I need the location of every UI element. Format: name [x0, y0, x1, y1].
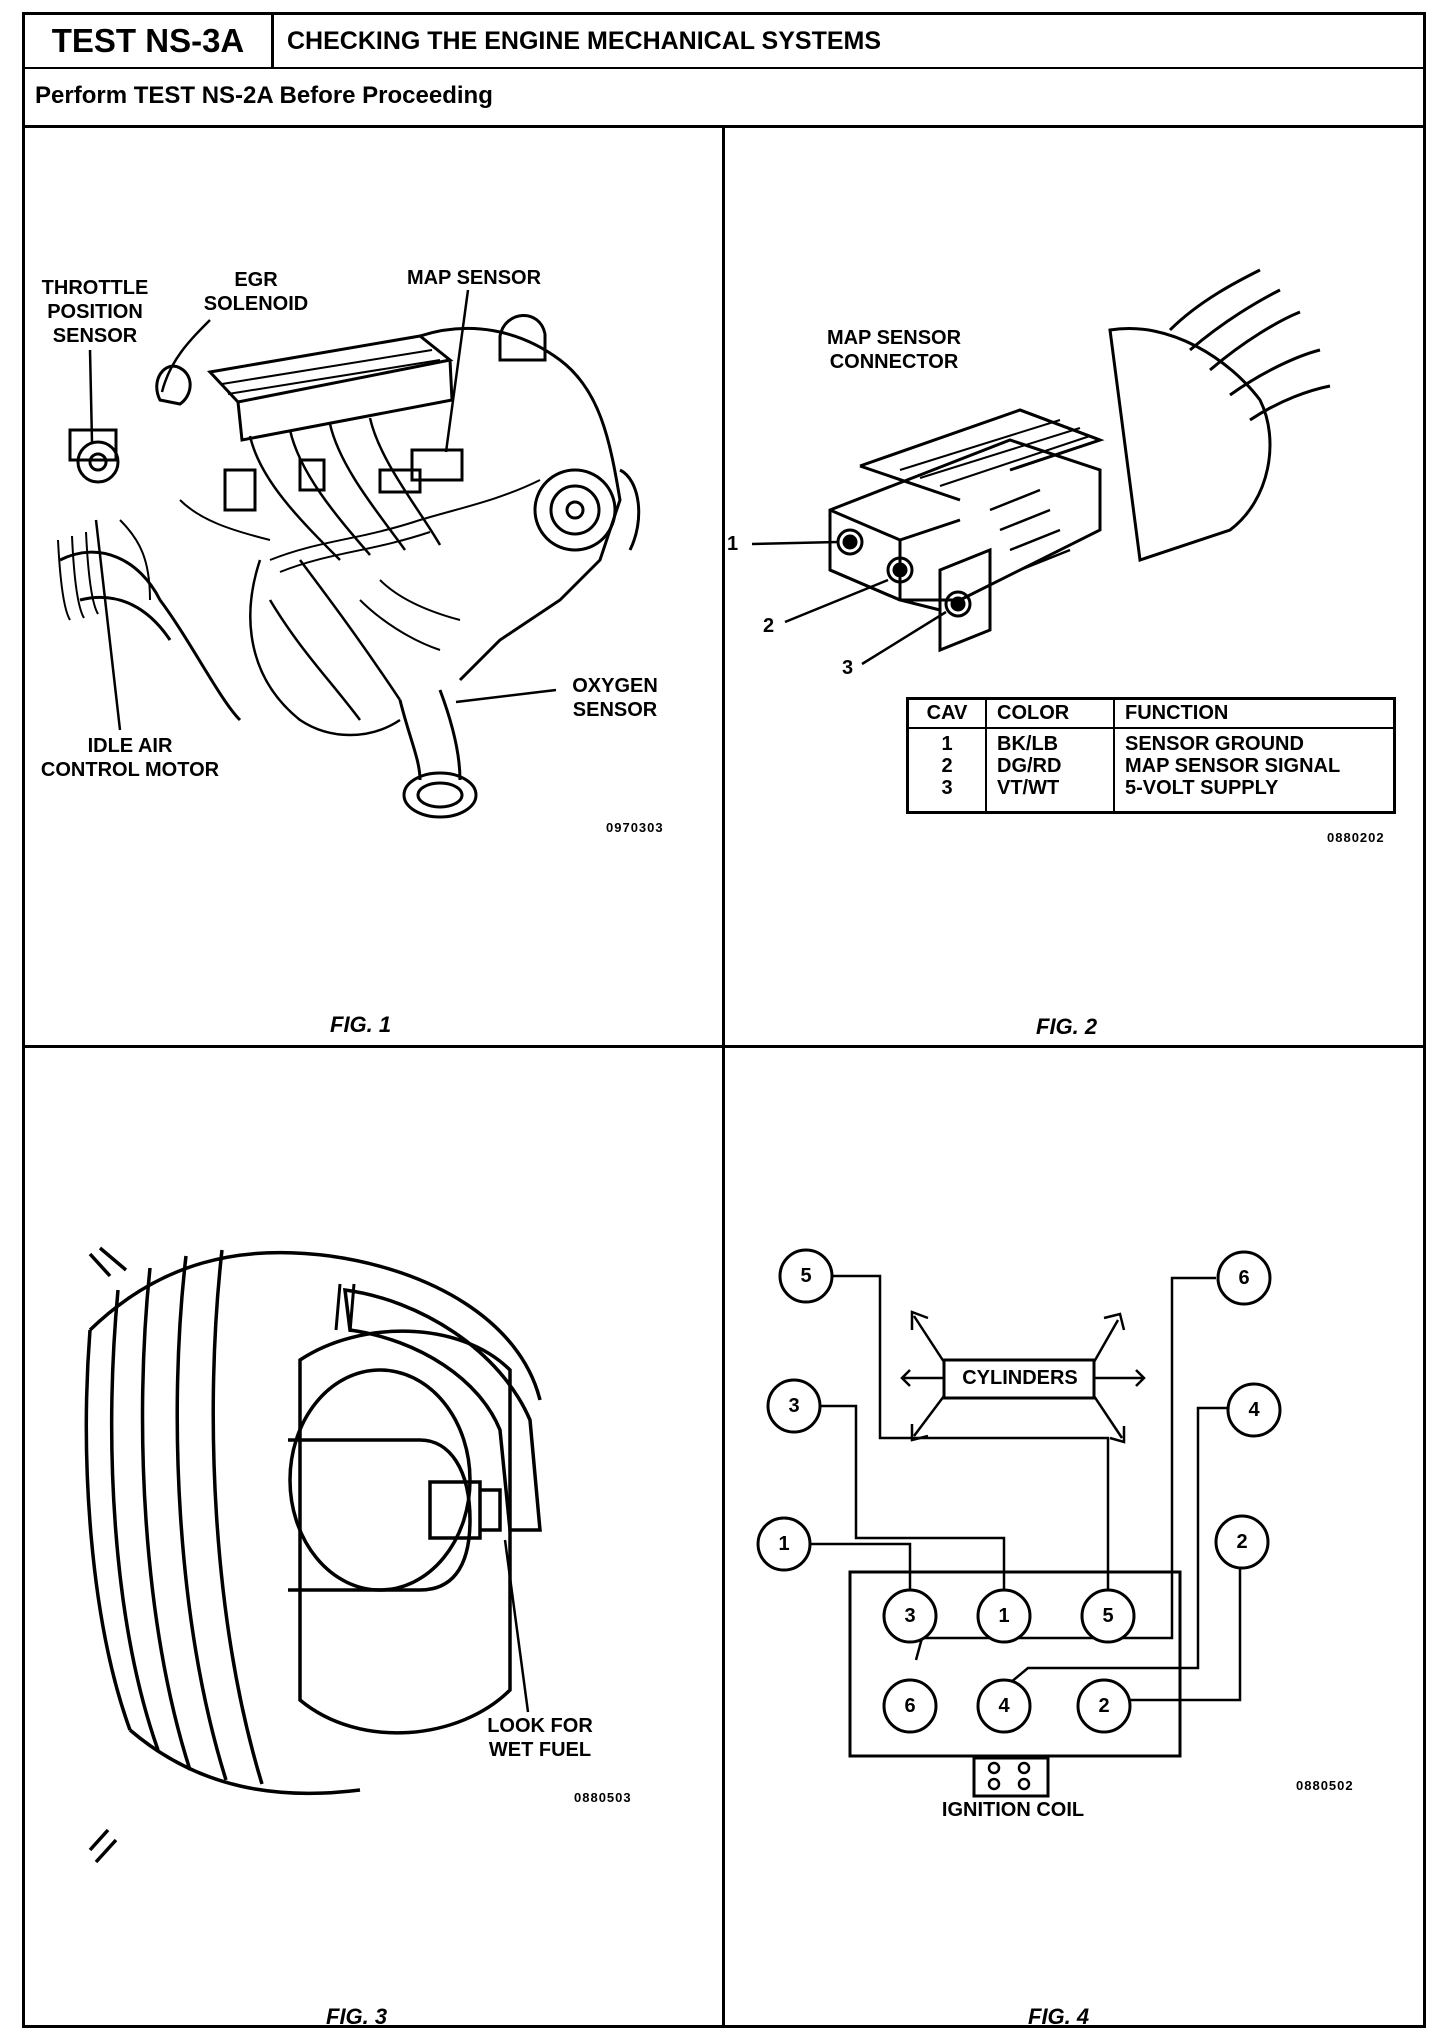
table-header: FUNCTION	[1114, 698, 1396, 729]
fig1-code: 0970303	[606, 820, 664, 835]
cylinder-number-2: 2	[1236, 1531, 1248, 1553]
coil-tower-5: 5	[1102, 1605, 1114, 1627]
pin-label-1: 1	[727, 533, 739, 555]
fig2-code: 0880202	[1327, 830, 1385, 845]
test-id: TEST NS-3A	[25, 15, 274, 67]
test-title: CHECKING THE ENGINE MECHANICAL SYSTEMS	[287, 27, 882, 55]
table-header: COLOR	[986, 698, 1115, 729]
cylinder-number-5: 5	[800, 1265, 812, 1287]
cavity-table: CAV COLOR FUNCTION 1 BK/LB SENSOR GROUND…	[906, 697, 1396, 814]
table-header-row: CAV COLOR FUNCTION	[907, 698, 1396, 729]
label-throttle-position-sensor: THROTTLE POSITION SENSOR	[41, 277, 149, 347]
table-row: 3 VT/WT 5-VOLT SUPPLY	[907, 777, 1396, 813]
table-cell: 2	[907, 755, 987, 777]
table-cell: DG/RD	[986, 755, 1115, 777]
prerequisite-text: Perform TEST NS-2A Before Proceeding	[35, 82, 493, 109]
label-look-for-wet-fuel: LOOK FOR WET FUEL	[487, 1715, 593, 1761]
fig4-caption: FIG. 4	[1028, 2004, 1090, 2029]
fig3-caption: FIG. 3	[326, 2004, 388, 2029]
pin-label-3: 3	[842, 657, 854, 679]
coil-tower-1: 1	[998, 1605, 1010, 1627]
table-cell: 5-VOLT SUPPLY	[1114, 777, 1396, 813]
table-row: 2 DG/RD MAP SENSOR SIGNAL	[907, 755, 1396, 777]
coil-tower-2: 2	[1098, 1695, 1110, 1717]
label-egr-solenoid: EGR SOLENOID	[203, 269, 309, 315]
cylinder-number-4: 4	[1248, 1399, 1260, 1421]
coil-tower-4: 4	[998, 1695, 1010, 1717]
table-cell: BK/LB	[986, 728, 1115, 755]
header-row: TEST NS-3A CHECKING THE ENGINE MECHANICA…	[25, 15, 1423, 69]
cylinder-number-6: 6	[1238, 1267, 1250, 1289]
page-frame: TEST NS-3A CHECKING THE ENGINE MECHANICA…	[22, 12, 1426, 2028]
table-cell: 3	[907, 777, 987, 813]
fig2-caption: FIG. 2	[1036, 1014, 1098, 1039]
cylinder-number-1: 1	[778, 1533, 790, 1555]
panel-divider-horizontal	[25, 1045, 1423, 1048]
label-idle-air-control-motor: IDLE AIR CONTROL MOTOR	[40, 735, 220, 781]
fig3-code: 0880503	[574, 1790, 632, 1805]
label-map-sensor: MAP SENSOR	[406, 267, 542, 289]
panel-divider-vertical	[722, 125, 725, 2028]
table-cell: MAP SENSOR SIGNAL	[1114, 755, 1396, 777]
label-cylinders: CYLINDERS	[962, 1367, 1078, 1389]
coil-tower-6: 6	[904, 1695, 916, 1717]
table-row: 1 BK/LB SENSOR GROUND	[907, 728, 1396, 755]
pin-label-2: 2	[763, 615, 775, 637]
cylinder-number-3: 3	[788, 1395, 800, 1417]
coil-tower-3: 3	[904, 1605, 916, 1627]
label-ignition-coil: IGNITION COIL	[941, 1799, 1085, 1821]
table-header: CAV	[907, 698, 987, 729]
label-oxygen-sensor: OXYGEN SENSOR	[572, 675, 658, 721]
table-cell: 1	[907, 728, 987, 755]
table-cell: SENSOR GROUND	[1114, 728, 1396, 755]
fig4-code: 0880502	[1296, 1778, 1354, 1793]
table-cell: VT/WT	[986, 777, 1115, 813]
label-map-sensor-connector: MAP SENSOR CONNECTOR	[826, 327, 962, 373]
fig1-caption: FIG. 1	[330, 1012, 392, 1037]
